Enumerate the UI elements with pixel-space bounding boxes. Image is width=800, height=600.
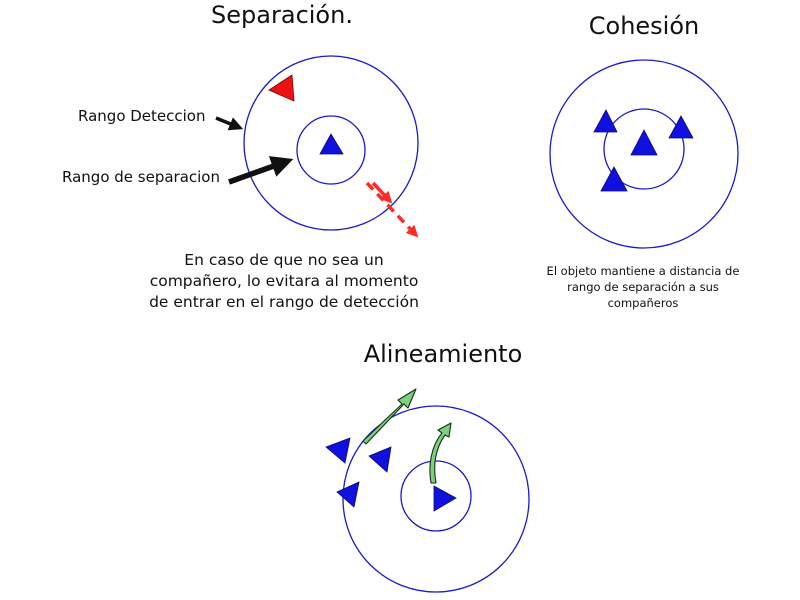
alignment-panel: Alineamiento [325,340,530,593]
detection-range-pointer-arrow-icon [215,116,244,131]
alignment-separation-range-ring [400,460,472,532]
separation-caption-line-2: compañero, lo evitara al momento [150,272,419,290]
separation-panel: Separación. Rango Deteccion Rango de sep… [62,1,419,311]
avoidance-path-arrow-icon [365,181,419,238]
cohesion-separation-range-ring [603,108,685,190]
alignment-agent-triangle-icon [325,437,351,464]
separation-agent-triangle-icon [319,133,344,155]
cohesion-agent-triangle-icon [600,166,628,192]
alignment-agent-triangle-icon [336,481,360,508]
cohesion-panel: Cohesión El objeto mantiene a distancia … [547,12,740,310]
separation-caption-line-3: de entrar en el rango de detección [149,293,419,311]
cohesion-agent-triangle-icon [668,115,694,139]
agent-turning-arrow-icon [429,422,452,484]
separation-title: Separación. [211,1,353,29]
cohesion-detection-range-ring [549,59,739,249]
separation-detection-range-ring [243,55,419,231]
alignment-center-agent-triangle-icon [433,485,457,512]
cohesion-caption-line-3: compañeros [608,296,679,310]
detection-range-label: Rango Deteccion [78,107,206,125]
cohesion-caption-line-2: rango de separación a sus [567,280,719,294]
alignment-agent-triangle-icon [368,446,392,473]
cohesion-title: Cohesión [589,12,699,40]
separation-caption-line-1: En caso de que no sea un [184,251,383,269]
group-heading-arrow-icon [362,388,417,445]
cohesion-center-agent-triangle-icon [630,129,658,156]
alignment-title: Alineamiento [364,340,523,368]
cohesion-agent-triangle-icon [593,109,618,133]
avoidance-turn-arrow-icon [371,181,393,204]
alignment-detection-range-ring [342,405,530,593]
separation-range-label: Rango de separacion [62,168,220,186]
cohesion-caption-line-1: El objeto mantiene a distancia de [547,264,740,278]
separation-range-pointer-arrow-icon [228,156,294,185]
separation-separation-range-ring [296,115,366,185]
intruder-triangle-icon [268,74,295,102]
